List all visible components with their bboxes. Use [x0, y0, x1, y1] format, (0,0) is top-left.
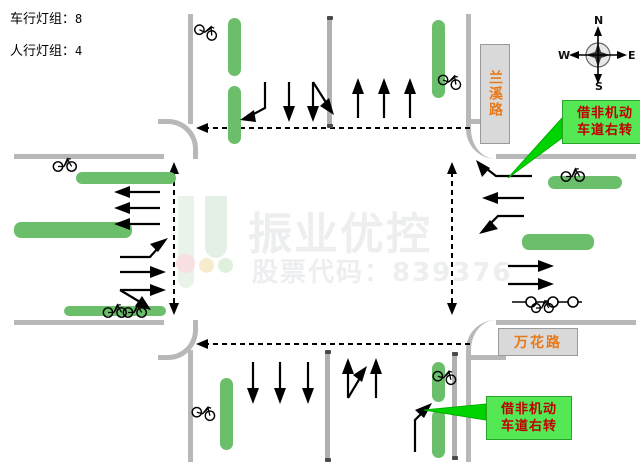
arrow-north-straight-2 — [307, 82, 319, 122]
compass-rose-icon: N S E W — [558, 14, 636, 93]
arrow-south-right-turn — [413, 403, 432, 452]
compass-label-south: S — [595, 80, 603, 93]
curb-sw-horizontal — [14, 320, 164, 325]
bicycle-icon — [102, 303, 127, 318]
street-name-east-west-text: 万花路 — [514, 335, 562, 351]
arrow-south-exit-2 — [274, 362, 286, 404]
watermark-leaf — [205, 196, 227, 258]
lane-bar-south-east — [432, 410, 445, 458]
lane-bar-west-upper — [76, 172, 176, 184]
callout-northeast-line1: 借非机动 — [576, 106, 633, 121]
arrow-north-right-turn — [312, 81, 334, 115]
callout-southeast: 借非机动 车道右转 — [486, 396, 572, 440]
watermark-dot — [176, 254, 195, 273]
lane-bar-south-west — [220, 378, 233, 450]
bicycle-icon — [530, 299, 554, 314]
street-name-north-south: 兰溪路 — [480, 44, 510, 144]
lane-bar-east-upper — [548, 176, 622, 189]
arrow-west-straight-2 — [120, 284, 166, 296]
arrow-east-left-turn — [476, 160, 532, 178]
crosswalk-bar-south — [324, 350, 331, 462]
crosswalk-bar-southeast — [451, 352, 458, 460]
arrow-north-exit-2 — [378, 78, 390, 118]
arrow-east-right-turn — [479, 214, 524, 234]
center-line-west — [169, 162, 179, 315]
center-line-east — [447, 162, 457, 315]
arrow-north-exit-3 — [404, 78, 416, 118]
arrow-north-left-turn — [240, 82, 267, 122]
lane-bar-east-mid — [522, 234, 594, 250]
arrow-south-exit-1 — [247, 362, 259, 404]
arrow-south-exit-3 — [302, 362, 314, 404]
watermark-brand: 振业优控 — [248, 209, 432, 260]
callout-southeast-line1: 借非机动 — [500, 402, 557, 417]
compass-label-north: N — [594, 14, 604, 27]
arrow-south-straight-2 — [370, 358, 382, 398]
arrow-west-exit-2 — [114, 202, 160, 214]
compass-graphic — [569, 26, 627, 84]
curb-se-horizontal — [496, 320, 636, 325]
bicycle-icon — [194, 24, 218, 41]
arrow-west-right-turn — [119, 289, 151, 310]
arrow-west-straight-1 — [120, 266, 166, 278]
lane-bar-north-inner — [228, 86, 241, 144]
watermark-dot — [218, 258, 233, 273]
arrow-north-exit-1 — [352, 78, 364, 118]
arrow-east-exit-1 — [508, 260, 554, 272]
arrow-west-exit-1 — [114, 186, 160, 198]
watermark-stock-code: 股票代码：839376 — [252, 258, 513, 288]
bicycle-icon — [52, 157, 77, 172]
bicycle-icon — [560, 167, 585, 182]
arrow-east-exit-2 — [508, 278, 554, 290]
street-name-north-south-text: 兰溪路 — [487, 70, 503, 118]
callout-northeast-line2: 车道右转 — [576, 123, 633, 138]
arrow-south-left-turn — [342, 358, 354, 398]
curb-nw-horizontal — [14, 154, 164, 159]
vehicle-signal-label: 车行灯组： — [10, 12, 76, 27]
curb-ne-horizontal — [496, 154, 636, 159]
lane-bar-west-mid — [14, 222, 132, 238]
lane-bar-north-outer — [228, 18, 241, 76]
arrow-south-straight-1 — [347, 366, 367, 399]
arrow-east-straight — [482, 192, 524, 204]
stop-line-south — [196, 339, 470, 349]
stop-line-north — [196, 123, 470, 133]
curb-sw-vertical — [188, 350, 193, 462]
callout-northeast: 借非机动 车道右转 — [562, 100, 640, 144]
bicycle-icon — [122, 303, 147, 318]
curb-se-corner — [466, 320, 506, 360]
street-name-east-west: 万花路 — [498, 328, 578, 356]
callout-southeast-line2: 车道右转 — [500, 419, 557, 434]
pedestrian-signal-count: 4 — [75, 44, 83, 58]
pedestrian-signal-label: 人行灯组： — [10, 44, 76, 59]
vehicle-signal-count: 8 — [75, 12, 83, 26]
watermark-dot — [199, 258, 214, 273]
bicycle-icon — [432, 369, 457, 386]
curb-ne-vertical — [466, 14, 471, 124]
bicycle-icon — [437, 74, 462, 91]
arrow-west-exit-3 — [114, 218, 160, 230]
lane-bar-north-east — [432, 20, 445, 98]
vehicle-signal-legend: 车行灯组：8 — [10, 8, 82, 27]
curb-nw-corner — [158, 119, 198, 159]
curb-sw-corner — [158, 320, 198, 360]
arrow-west-left-turn — [120, 238, 168, 259]
curb-nw-vertical — [188, 14, 193, 124]
bicycle-icon — [191, 405, 216, 422]
pedestrian-signal-legend: 人行灯组：4 — [10, 40, 82, 59]
arrow-north-straight-1 — [283, 82, 295, 122]
compass-label-west: W — [558, 49, 571, 62]
crosswalk-bar-north — [326, 16, 333, 128]
compass-label-east: E — [628, 49, 636, 62]
